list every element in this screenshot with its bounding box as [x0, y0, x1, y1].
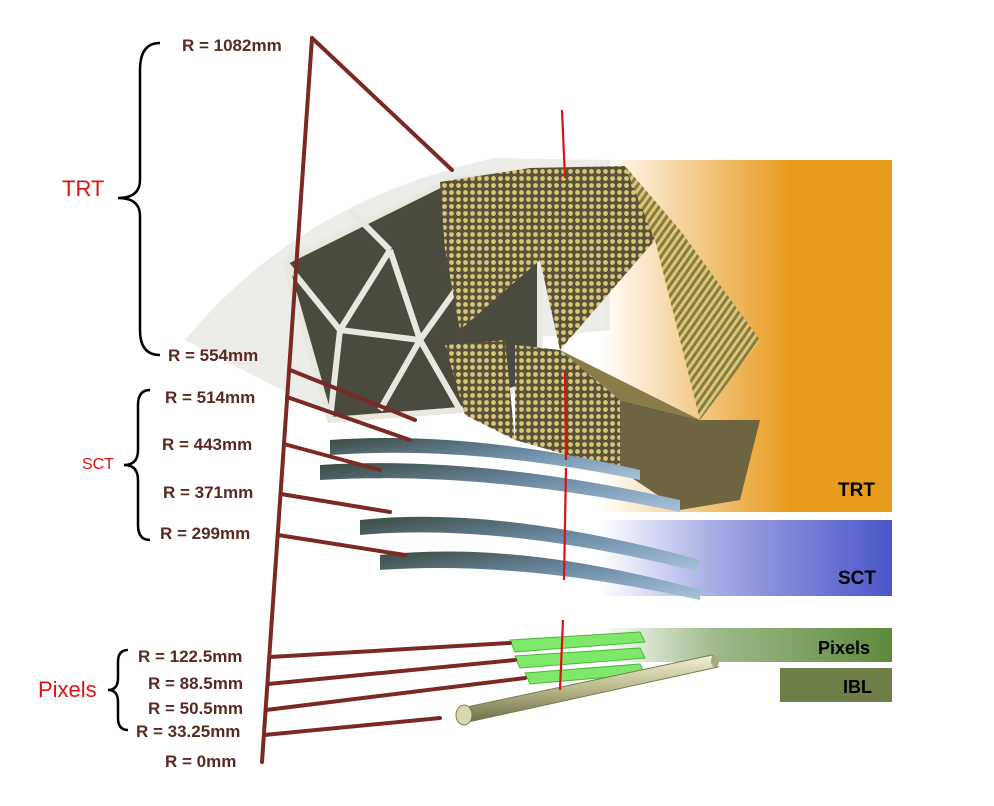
trt-module-top: [530, 166, 655, 350]
radius-label-0: R = 0mm: [165, 752, 237, 771]
trt-module-left: [440, 168, 540, 330]
sct-layers: [320, 438, 700, 600]
red-markers: [558, 109, 568, 691]
trt-module-end: [620, 400, 760, 510]
trt-bracket: [117, 41, 161, 357]
radius-label-1082: R = 1082mm: [182, 36, 282, 55]
trt-module-mid: [445, 340, 515, 440]
main-vertical-leader: [260, 36, 314, 764]
ibl-band: [780, 668, 892, 702]
sct-band-label: SCT: [838, 568, 876, 589]
radius-label-554: R = 554mm: [168, 346, 259, 365]
trt-module-base: [560, 350, 700, 420]
pixels-group-label: Pixels: [38, 677, 97, 702]
trt-band-label: TRT: [838, 480, 875, 501]
beam-pipe: [455, 654, 719, 726]
trt-module-side: [625, 166, 760, 420]
brackets: [107, 41, 161, 732]
pixels-band-label: Pixels: [818, 638, 871, 658]
radius-label-50-5: R = 50.5mm: [148, 699, 243, 718]
leader-lines: [260, 36, 527, 764]
radius-label-33-25: R = 33.25mm: [136, 722, 241, 741]
pixels-band: [600, 628, 892, 662]
pixel-layers: [509, 631, 646, 685]
truss-lines: [282, 179, 474, 421]
trt-group-label: TRT: [62, 176, 105, 201]
ibl-band-label: IBL: [843, 677, 872, 697]
pixels-bracket: [107, 648, 129, 732]
trt-module-lower: [515, 345, 620, 470]
radius-label-443: R = 443mm: [162, 435, 253, 454]
radius-label-514: R = 514mm: [165, 388, 256, 407]
sct-group-label: SCT: [82, 456, 114, 473]
sct-bracket: [123, 388, 151, 542]
radius-label-88-5: R = 88.5mm: [148, 674, 243, 693]
radius-label-299: R = 299mm: [160, 524, 251, 543]
radius-label-371: R = 371mm: [163, 483, 254, 502]
radius-label-122-5: R = 122.5mm: [138, 647, 243, 666]
